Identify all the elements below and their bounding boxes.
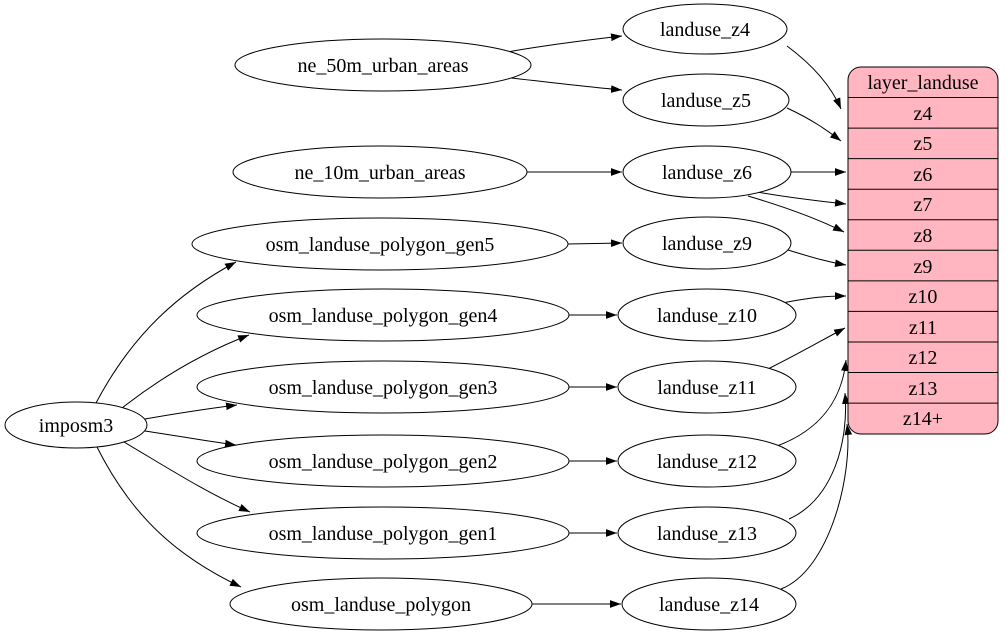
node-landuse_z5: landuse_z5 (622, 73, 790, 127)
edge-landuse_z6-layer_landuse_z8 (747, 195, 845, 233)
node-landuse_z4: landuse_z4 (622, 3, 788, 55)
node-osm_landuse_polygon: osm_landuse_polygon (229, 577, 533, 631)
record-row-z7: z7 (914, 194, 933, 216)
node-osm_landuse_polygon_gen4: osm_landuse_polygon_gen4 (196, 288, 570, 342)
node-osm_landuse_polygon_gen1: osm_landuse_polygon_gen1 (196, 506, 570, 560)
node-osm_landuse_polygon_gen3-label: osm_landuse_polygon_gen3 (269, 377, 498, 399)
record-row-z10: z10 (909, 286, 938, 308)
node-landuse_z6-label: landuse_z6 (662, 162, 752, 184)
edge-landuse_z11-layer_landuse_z11 (767, 327, 846, 370)
node-landuse_z9: landuse_z9 (622, 216, 792, 270)
edge-landuse_z6-layer_landuse_z7 (756, 191, 847, 207)
edge-landuse_z10-layer_landuse_z10 (781, 292, 847, 304)
node-landuse_z11: landuse_z11 (617, 360, 797, 414)
edge-imposm3-osm_landuse_polygon_gen4 (121, 334, 250, 409)
edge-landuse_z4-layer_landuse_z4 (786, 45, 842, 110)
edge-landuse_z5-layer_landuse_z5 (786, 107, 842, 142)
edge-imposm3-osm_landuse_polygon_gen3 (144, 402, 238, 420)
node-ne_50m_urban_areas-label: ne_50m_urban_areas (297, 55, 468, 77)
edge-imposm3-osm_landuse_polygon (96, 446, 242, 588)
node-osm_landuse_polygon-label: osm_landuse_polygon (291, 594, 471, 616)
node-landuse_z13-label: landuse_z13 (657, 523, 757, 545)
edge-landuse_z14-layer_landuse_z14plus (780, 423, 853, 590)
edge-imposm3-osm_landuse_polygon_gen2 (144, 430, 237, 448)
node-landuse_z12-label: landuse_z12 (657, 451, 757, 473)
edge-osm_landuse_polygon_gen5-landuse_z9 (567, 239, 623, 248)
node-osm_landuse_polygon_gen2-label: osm_landuse_polygon_gen2 (269, 451, 498, 473)
record-row-z12: z12 (909, 347, 938, 369)
record-row-z11: z11 (909, 317, 937, 339)
node-landuse_z11-label: landuse_z11 (657, 377, 756, 399)
edge-imposm3-osm_landuse_polygon_gen1 (123, 441, 251, 513)
node-imposm3-label: imposm3 (39, 415, 113, 437)
node-landuse_z9-label: landuse_z9 (662, 233, 752, 255)
record-layer_landuse: layer_landuse z4 z5 z6 z7 z8 z9 z10 z11 … (847, 66, 999, 435)
node-osm_landuse_polygon_gen3: osm_landuse_polygon_gen3 (196, 360, 570, 414)
record-row-z8: z8 (914, 225, 933, 247)
node-osm_landuse_polygon_gen5-label: osm_landuse_polygon_gen5 (266, 234, 495, 256)
node-landuse_z14: landuse_z14 (621, 577, 797, 631)
edge-imposm3-osm_landuse_polygon_gen5 (95, 261, 237, 404)
record-row-z9: z9 (914, 256, 933, 278)
node-landuse_z6: landuse_z6 (622, 145, 792, 199)
record-row-z4: z4 (914, 103, 933, 125)
node-ne_50m_urban_areas: ne_50m_urban_areas (234, 38, 532, 92)
node-landuse_z4-label: landuse_z4 (660, 19, 750, 41)
node-osm_landuse_polygon_gen5: osm_landuse_polygon_gen5 (191, 217, 569, 271)
edge-ne_50m_urban_areas-landuse_z5 (502, 76, 623, 93)
edge-landuse_z9-layer_landuse_z9 (787, 249, 847, 267)
node-osm_landuse_polygon_gen2: osm_landuse_polygon_gen2 (196, 434, 570, 488)
edge-landuse_z12-layer_landuse_z12 (776, 359, 849, 447)
edges (95, 33, 853, 608)
node-osm_landuse_polygon_gen1-label: osm_landuse_polygon_gen1 (269, 523, 498, 545)
node-imposm3: imposm3 (4, 401, 148, 449)
edge-ne_50m_urban_areas-landuse_z4 (506, 33, 623, 53)
record-title: layer_landuse (867, 72, 978, 94)
node-ne_10m_urban_areas-label: ne_10m_urban_areas (294, 162, 465, 184)
record-row-z14plus: z14+ (903, 408, 943, 430)
node-ne_10m_urban_areas: ne_10m_urban_areas (232, 145, 528, 199)
node-landuse_z10-label: landuse_z10 (657, 305, 757, 327)
node-landuse_z14-label: landuse_z14 (659, 594, 759, 616)
node-landuse_z13: landuse_z13 (617, 506, 797, 560)
record-row-z5: z5 (914, 133, 933, 155)
record-row-z6: z6 (914, 164, 933, 186)
nodes: imposm3 ne_50m_urban_areas ne_10m_urban_… (4, 3, 797, 631)
edge-landuse_z13-layer_landuse_z13 (788, 392, 850, 520)
record-row-z13: z13 (909, 378, 938, 400)
node-osm_landuse_polygon_gen4-label: osm_landuse_polygon_gen4 (269, 305, 498, 327)
node-landuse_z12: landuse_z12 (617, 434, 797, 488)
node-landuse_z5-label: landuse_z5 (661, 90, 751, 112)
node-landuse_z10: landuse_z10 (617, 288, 797, 342)
